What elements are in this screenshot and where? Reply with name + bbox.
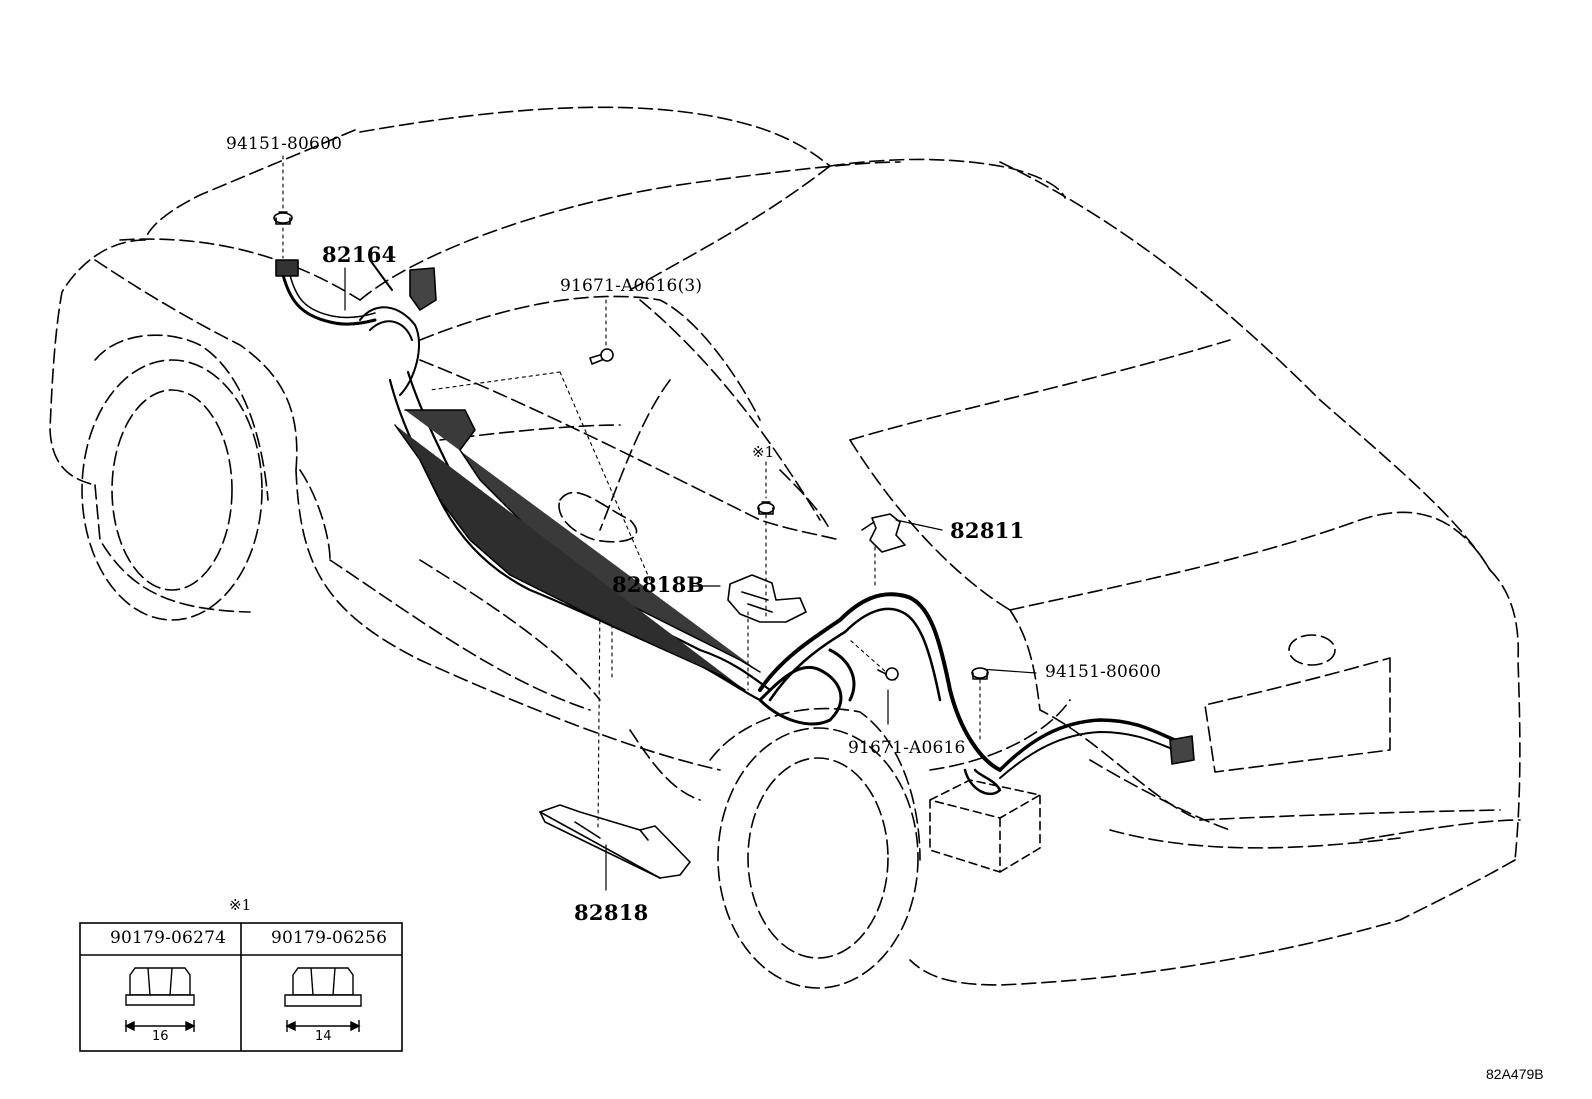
rear-wheel (709, 707, 921, 989)
callout-note-mark: ※1 (752, 443, 775, 461)
callout-82818B: 82818B (612, 572, 705, 597)
inset-size-right: 14 (315, 1029, 332, 1044)
callout-clip-front-left: 94151-80600 (226, 134, 343, 154)
nut-drawing-left (124, 967, 196, 1032)
leader-lines-solid (344, 267, 1037, 891)
inset-part-no-right: 90179-06256 (271, 928, 388, 948)
connector-rear (1169, 735, 1195, 765)
callout-82811: 82811 (950, 518, 1025, 543)
bracket-82818B (727, 574, 807, 623)
inset-note-mark: ※1 (229, 896, 252, 914)
inset-table (79, 922, 403, 1052)
wire-harness-82164 (275, 259, 377, 326)
nut-drawing-right (284, 967, 362, 1032)
callout-bolt-91671: 91671-A0616 (848, 738, 966, 758)
inset-size-left: 16 (152, 1029, 169, 1044)
callout-bolt-91671-qty3: 91671-A0616(3) (560, 276, 703, 296)
figure-code: 82A479B (1486, 1066, 1544, 1082)
callout-82818: 82818 (574, 900, 649, 925)
bolt-icon-rear (877, 667, 899, 681)
protector-82818 (539, 804, 691, 879)
bolt-icon-upper (589, 348, 614, 365)
callout-clip-rear: 94151-80600 (1045, 662, 1162, 682)
bracket-82811 (861, 513, 906, 553)
inset-part-no-left: 90179-06274 (110, 928, 227, 948)
car-body-outline (49, 106, 1521, 986)
battery (929, 779, 1041, 873)
front-wheel (81, 334, 269, 621)
connector-upper-left (409, 267, 437, 311)
callout-82164: 82164 (322, 242, 397, 267)
clip-icon-rear (971, 667, 989, 680)
nut-icon-center (757, 501, 775, 515)
clip-icon-front (273, 211, 293, 225)
wire-harness-main (359, 259, 1182, 796)
